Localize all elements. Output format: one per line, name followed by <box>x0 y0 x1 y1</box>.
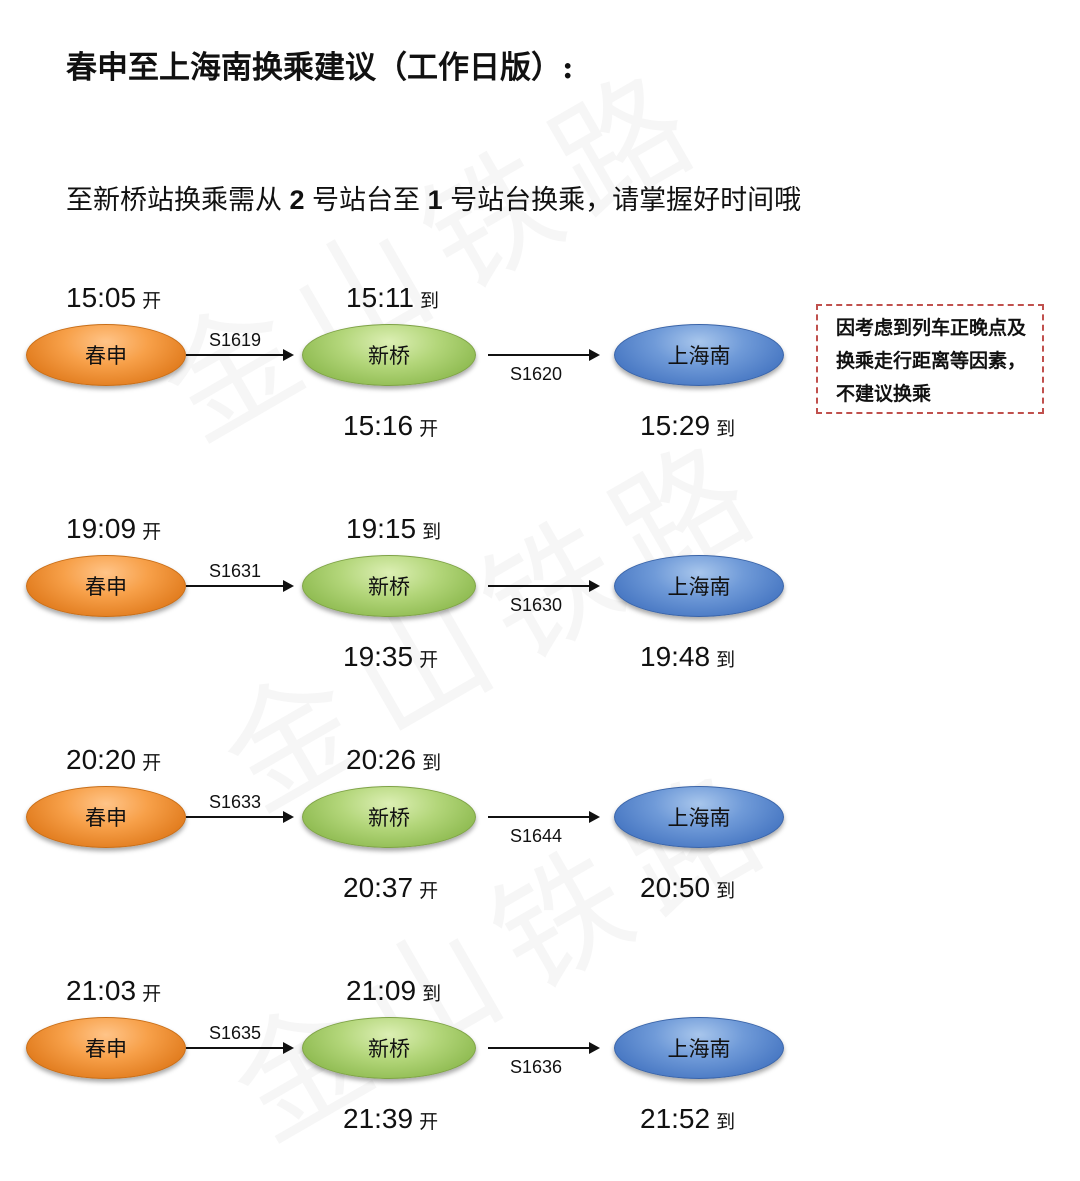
arrow-leg1 <box>186 349 294 361</box>
station-transfer: 新桥 <box>302 1017 476 1079</box>
train-number-leg1: S1619 <box>209 330 262 350</box>
station-destination: 上海南 <box>614 324 784 386</box>
arrow-leg1 <box>186 580 294 592</box>
station-destination: 上海南 <box>614 555 784 617</box>
transfer-warning-note: 因考虑到列车正晚点及换乘走行距离等因素，不建议换乘 <box>816 304 1044 414</box>
arrow-leg2 <box>488 811 600 823</box>
station-transfer: 新桥 <box>302 555 476 617</box>
train-number-leg1: S1633 <box>209 792 262 812</box>
station-destination: 上海南 <box>614 786 784 848</box>
page-title: 春申至上海南换乘建议（工作日版）: <box>66 50 574 86</box>
station-origin: 春申 <box>26 1017 186 1079</box>
station-transfer: 新桥 <box>302 786 476 848</box>
station-origin: 春申 <box>26 324 186 386</box>
train-number-leg2: S1644 <box>510 826 563 846</box>
arrow-leg1 <box>186 1042 294 1054</box>
train-number-leg2: S1630 <box>510 595 563 615</box>
station-destination: 上海南 <box>614 1017 784 1079</box>
train-number-leg1: S1635 <box>209 1023 262 1043</box>
arrow-leg2 <box>488 1042 600 1054</box>
arrow-leg2 <box>488 349 600 361</box>
arrow-leg2 <box>488 580 600 592</box>
station-origin: 春申 <box>26 786 186 848</box>
train-number-leg1: S1631 <box>209 561 262 581</box>
transfer-instruction: 至新桥站换乘需从 2 号站台至 1 号站台换乘，请掌握好时间哦 <box>66 185 802 215</box>
station-transfer: 新桥 <box>302 324 476 386</box>
train-number-leg2: S1636 <box>510 1057 563 1077</box>
train-number-leg2: S1620 <box>510 364 563 384</box>
arrow-leg1 <box>186 811 294 823</box>
station-origin: 春申 <box>26 555 186 617</box>
